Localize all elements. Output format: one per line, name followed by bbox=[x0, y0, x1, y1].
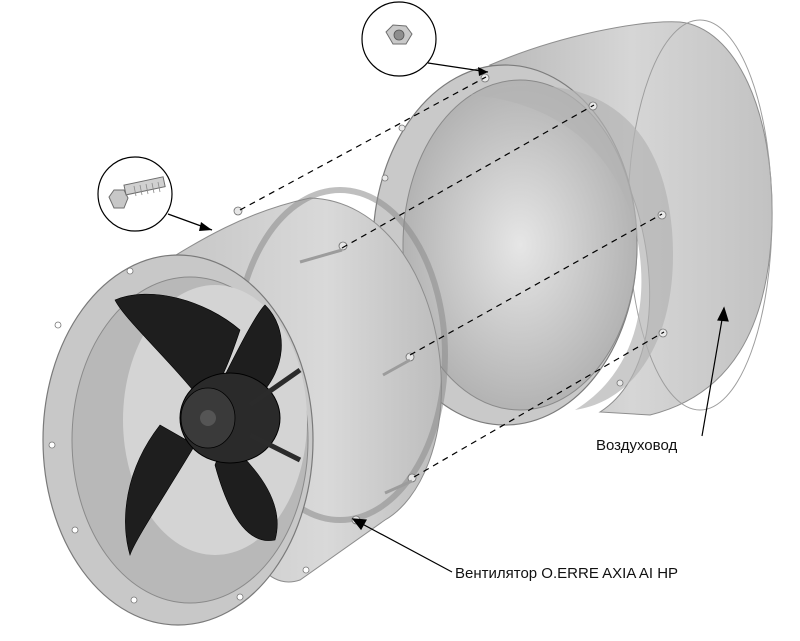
bolt-callout bbox=[97, 156, 213, 232]
duct-label: Воздуховод bbox=[596, 437, 678, 454]
fan-flange-holes bbox=[48, 267, 310, 604]
duct-inner-wall bbox=[470, 85, 674, 410]
fan-support-arms bbox=[248, 367, 302, 463]
fan-blade bbox=[214, 304, 282, 396]
hex-nut-icon bbox=[385, 24, 413, 45]
label-leaders bbox=[351, 306, 729, 573]
alignment-lines bbox=[239, 76, 665, 478]
nut-callout bbox=[361, 1, 489, 77]
fan-blade bbox=[214, 439, 278, 541]
fan-motor-hub bbox=[179, 372, 281, 464]
air-duct bbox=[372, 19, 773, 426]
fan-blade bbox=[125, 424, 196, 557]
axial-fan bbox=[42, 187, 448, 626]
fan-label: Вентилятор O.ERRE AXIA AI HP bbox=[455, 565, 679, 582]
fan-flange-bolts bbox=[233, 206, 417, 525]
hex-bolt-icon bbox=[108, 176, 166, 209]
fan-blades bbox=[114, 293, 282, 557]
duct-inner-opening bbox=[402, 79, 638, 411]
